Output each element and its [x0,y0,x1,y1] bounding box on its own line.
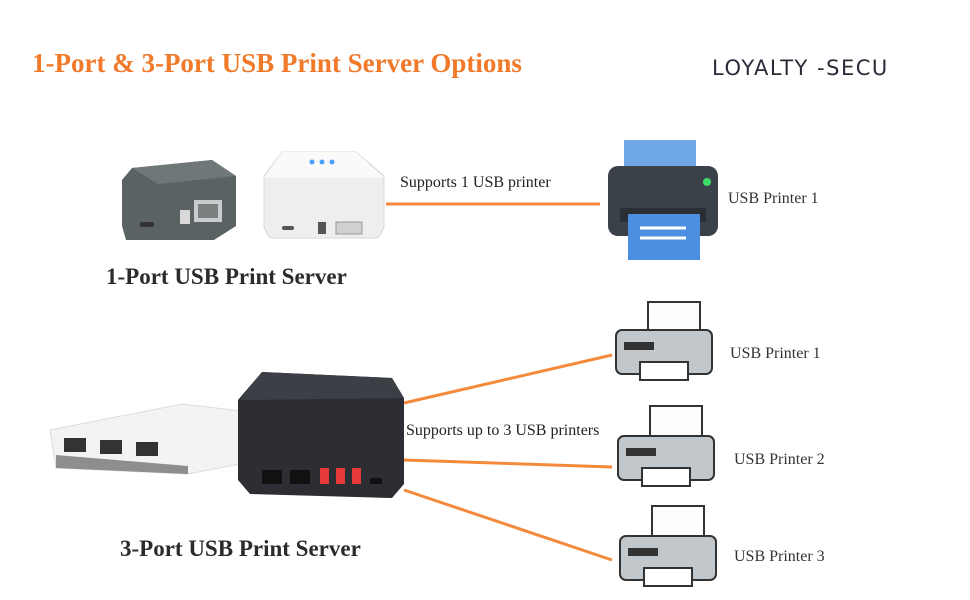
connector-line-printer-3 [403,488,613,562]
three-port-section-label: 3-Port USB Print Server [120,536,361,561]
three-port-printer-2-label: USB Printer 2 [734,451,825,468]
page-title: 1-Port & 3-Port USB Print Server Options [32,48,522,78]
white-usb-hub-device [49,403,251,475]
one-port-section-label: 1-Port USB Print Server [106,264,347,289]
white-print-server-device [263,151,385,239]
gray-printer-2 [617,405,715,487]
gray-printer-1 [615,301,713,381]
gray-print-server-device [122,160,236,240]
connector-line-printer-2 [403,458,613,469]
one-port-connection-label: Supports 1 USB printer [400,174,551,191]
three-port-printer-1-label: USB Printer 1 [730,345,821,362]
three-port-printer-3-label: USB Printer 3 [734,548,825,565]
one-port-printer-label: USB Printer 1 [728,190,819,207]
gray-printer-3 [619,505,717,587]
blue-printer-1 [608,140,718,260]
brand-logo-text: LOYALTY -SECU [712,56,889,80]
three-port-connection-label: Supports up to 3 USB printers [406,422,600,439]
black-print-server-device [238,372,404,498]
connector-line-printer-1 [403,353,613,405]
